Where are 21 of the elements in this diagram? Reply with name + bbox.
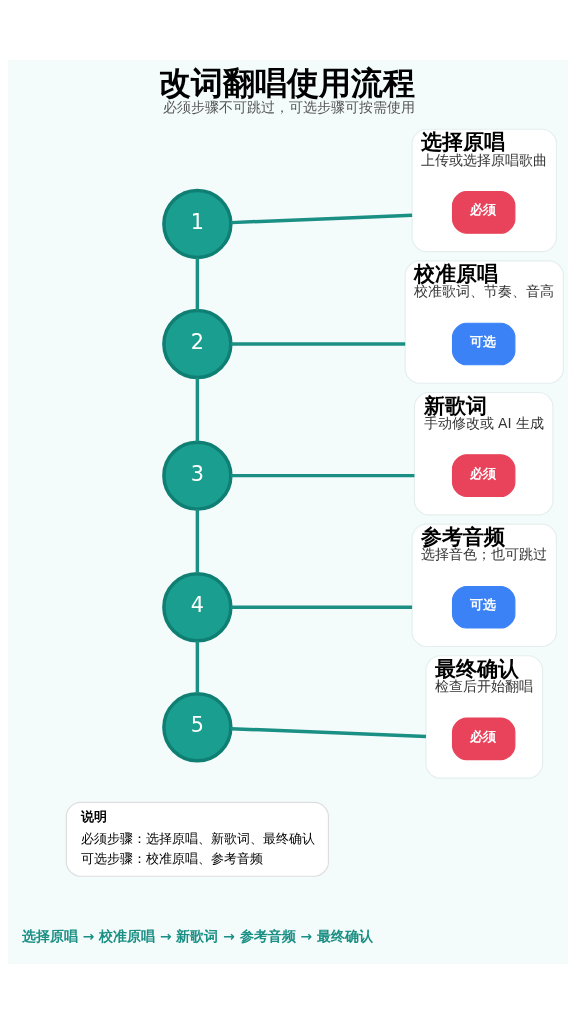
connector: [195, 509, 200, 574]
connector: [195, 257, 200, 311]
node-box: 必须: [451, 717, 516, 761]
node-box: 必须: [451, 454, 516, 497]
node-circle: 4: [162, 572, 233, 643]
node-circle: 1: [162, 188, 233, 260]
node-box: 必须: [451, 191, 516, 234]
node-box: 可选: [451, 585, 516, 629]
node-circle: 3: [162, 440, 233, 511]
connector: [231, 473, 415, 478]
node-box: 可选: [451, 322, 516, 366]
connector: [231, 605, 413, 609]
label: 选择原唱 → 校准原唱 → 新歌词 → 参考音频 → 最终确认: [21, 928, 373, 945]
connector: [195, 377, 200, 442]
node-box: 说明 必须步骤：选择原唱、新歌词、最终确认 可选步骤：校准原唱、参考音频: [65, 801, 329, 877]
connector: [231, 213, 413, 225]
connector: [195, 640, 200, 694]
connector: [231, 342, 406, 346]
connector: [231, 726, 427, 739]
node-circle: 2: [162, 308, 233, 380]
node-circle: 5: [162, 692, 233, 763]
